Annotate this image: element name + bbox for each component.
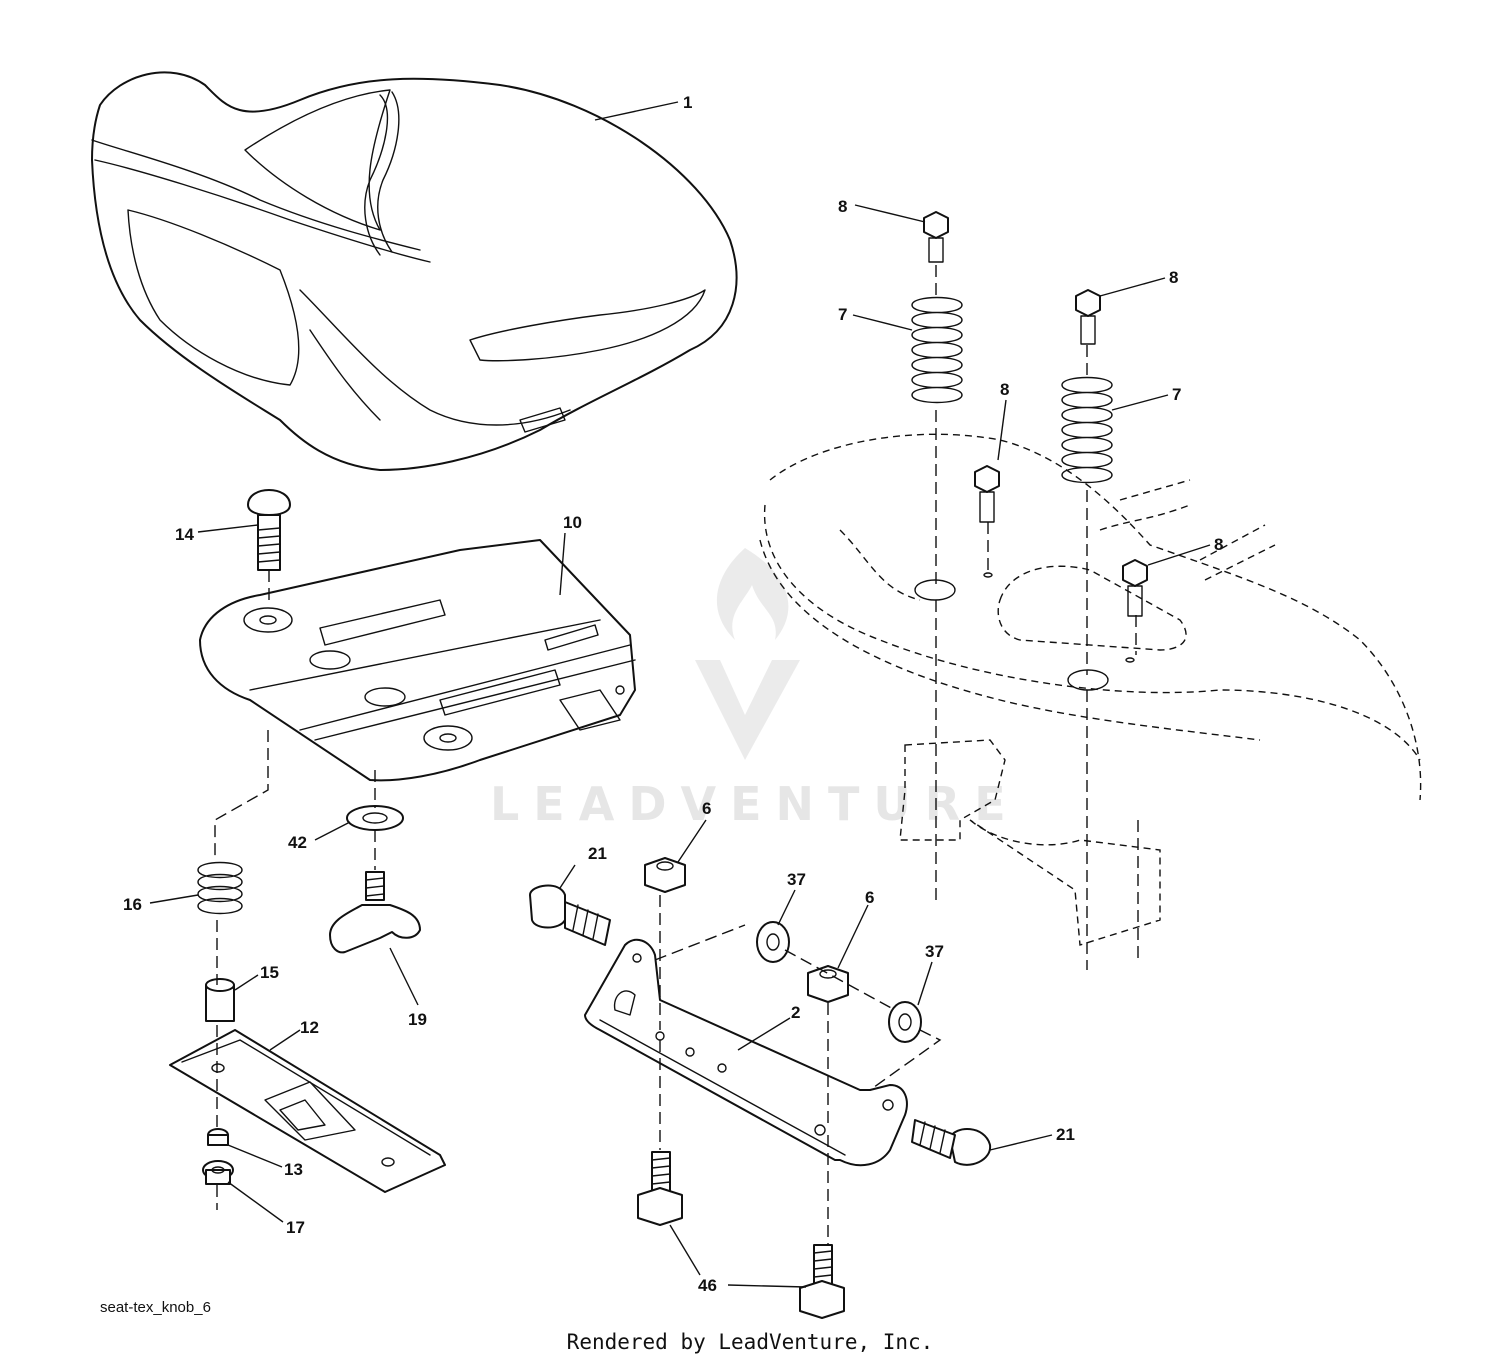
part-spacer xyxy=(205,978,235,1022)
leader-lines xyxy=(149,101,1211,1288)
part-seat-pan xyxy=(199,539,636,782)
callout-14: 14 xyxy=(175,525,194,544)
callout-21: 21 xyxy=(1056,1125,1075,1144)
callout-8: 8 xyxy=(838,197,847,216)
part-mounting-bracket xyxy=(584,938,908,1167)
callout-10: 10 xyxy=(563,513,582,532)
callout-7: 7 xyxy=(838,305,847,324)
callout-12: 12 xyxy=(300,1018,319,1037)
part-flange-nut xyxy=(202,1160,234,1185)
callout-6: 6 xyxy=(702,799,711,818)
part-flange-nut-lower xyxy=(888,1001,922,1043)
callout-1: 1 xyxy=(683,93,692,112)
callout-labels: 1 8 7 8 8 7 8 14 10 42 16 15 19 12 13 17… xyxy=(123,93,1223,1295)
diagram-id-label: seat-tex_knob_6 xyxy=(100,1299,211,1316)
part-flange-bolt-left xyxy=(529,884,611,946)
part-bolt-small xyxy=(207,1128,229,1146)
callout-16: 16 xyxy=(123,895,142,914)
tractor-frame-outline xyxy=(759,433,1422,946)
part-nut-upper xyxy=(644,857,686,893)
part-carriage-bolt xyxy=(247,489,291,571)
callout-37: 37 xyxy=(787,870,806,889)
part-screw-4 xyxy=(1122,559,1148,617)
part-spring-right xyxy=(1061,376,1113,484)
callout-7: 7 xyxy=(1172,385,1181,404)
callout-21: 21 xyxy=(588,844,607,863)
callout-6: 6 xyxy=(865,888,874,907)
callout-37: 37 xyxy=(925,942,944,961)
part-screw-1 xyxy=(923,211,949,263)
part-washer xyxy=(346,805,404,831)
callout-19: 19 xyxy=(408,1010,427,1029)
part-hex-bolt-lower xyxy=(799,1244,845,1319)
callout-13: 13 xyxy=(284,1160,303,1179)
part-seat xyxy=(91,71,738,471)
part-screw-2 xyxy=(1075,289,1101,345)
callout-8: 8 xyxy=(1214,535,1223,554)
part-spring xyxy=(197,861,243,915)
watermark: LEADVENTURE xyxy=(490,548,1020,831)
assembly-centerlines xyxy=(214,265,1139,1245)
callout-2: 2 xyxy=(791,1003,800,1022)
part-flange-nut-upper xyxy=(756,921,790,963)
callout-17: 17 xyxy=(286,1218,305,1237)
part-screw-3 xyxy=(974,465,1000,523)
callout-46: 46 xyxy=(698,1276,717,1295)
callout-8: 8 xyxy=(1000,380,1009,399)
part-knob xyxy=(329,871,421,954)
callout-8: 8 xyxy=(1169,268,1178,287)
part-nut-middle xyxy=(807,965,849,1003)
part-bracket-lower xyxy=(169,1029,446,1193)
callout-42: 42 xyxy=(288,833,307,852)
part-flange-bolt-right xyxy=(911,1119,992,1166)
part-spring-left xyxy=(911,296,963,404)
part-hex-bolt-upper xyxy=(637,1151,683,1226)
render-credit: Rendered by LeadVenture, Inc. xyxy=(566,1330,934,1354)
watermark-text: LEADVENTURE xyxy=(490,777,1020,831)
callout-15: 15 xyxy=(260,963,279,982)
